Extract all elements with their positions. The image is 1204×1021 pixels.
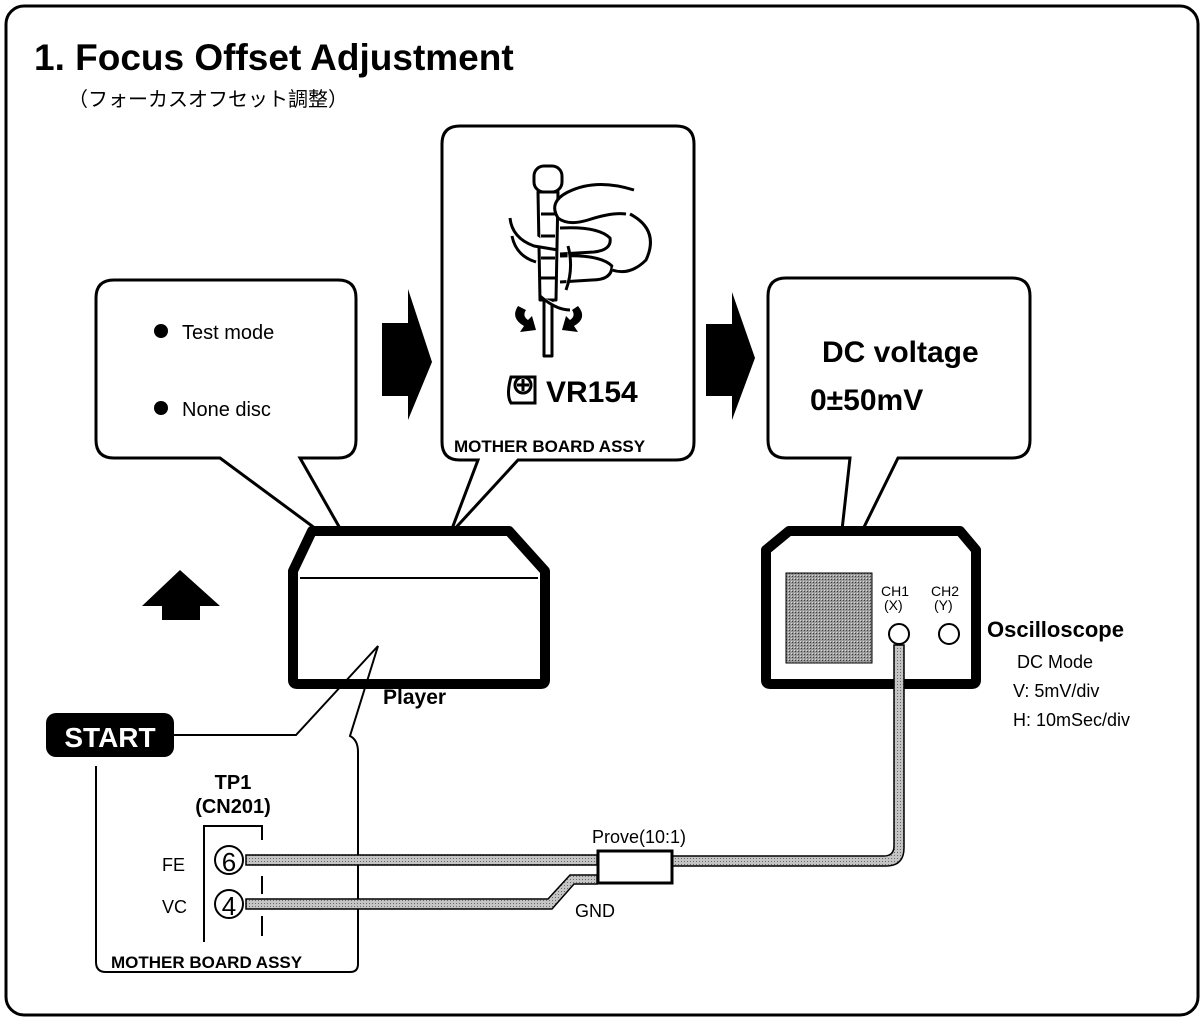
ch1-label: CH1: [881, 583, 909, 599]
probe-body-icon: [596, 849, 674, 885]
bullet-icon: [154, 401, 168, 415]
player-device-icon: [288, 526, 550, 689]
ch1-jack-icon: [888, 623, 910, 645]
pin-label-fe: FE: [162, 855, 185, 875]
step1-item-none-disc: None disc: [182, 399, 271, 421]
dc-voltage-value: 0±50mV: [810, 384, 923, 417]
start-badge: START: [46, 713, 174, 757]
player-label: Player: [383, 686, 446, 709]
page-title: 1. Focus Offset Adjustment: [34, 37, 514, 78]
pin-4-marker: [214, 889, 244, 919]
up-arrow-icon: [142, 570, 220, 620]
oscilloscope-setting: H: 10mSec/div: [1013, 710, 1130, 730]
test-point-name: TP1: [215, 772, 252, 794]
pin-label-vc: VC: [162, 897, 187, 917]
probe-label: Prove(10:1): [592, 827, 686, 847]
oscilloscope-screen: [785, 572, 873, 664]
outer-frame: [4, 4, 1200, 1017]
oscilloscope-device-icon: [761, 526, 981, 689]
pin-number-6: 6: [222, 847, 236, 877]
pin-6-marker: [214, 845, 244, 875]
rotate-arrows-icon: [515, 306, 583, 332]
oscilloscope-setting: V: 5mV/div: [1013, 681, 1099, 701]
ch1-axis-label: (X): [884, 597, 903, 613]
dc-voltage-label: DC voltage: [822, 336, 979, 369]
bullet-icon: [154, 324, 168, 338]
step3-callout: DC voltage 0±50mV: [766, 276, 1032, 585]
step2-callout: VR154 MOTHER BOARD ASSY: [440, 124, 696, 536]
page-subtitle: （フォーカスオフセット調整）: [68, 88, 348, 111]
gnd-label: GND: [575, 901, 615, 921]
step1-item-test-mode: Test mode: [182, 322, 274, 344]
oscilloscope-setting: DC Mode: [1017, 652, 1093, 672]
test-point-board-label: MOTHER BOARD ASSY: [111, 953, 303, 972]
right-arrow-icon: [706, 292, 755, 420]
start-label: START: [64, 722, 155, 753]
test-point-connector: (CN201): [195, 796, 271, 818]
step2-board-label: MOTHER BOARD ASSY: [454, 437, 646, 456]
oscilloscope-label: Oscilloscope: [987, 617, 1124, 642]
right-arrow-icon: [382, 289, 432, 420]
trimmer-potentiometer-icon: [507, 375, 537, 405]
ch2-label: CH2: [931, 583, 959, 599]
pin-number-4: 4: [222, 891, 236, 921]
step1-callout: Test mode None disc: [94, 278, 360, 562]
test-point-callout: TP1 (CN201) FE 6 VC 4 MOTHER BOARD ASSY: [95, 645, 379, 973]
ch2-axis-label: (Y): [934, 597, 953, 613]
vr154-label: VR154: [546, 376, 638, 409]
ch2-jack-icon: [938, 623, 960, 645]
screwdriver-hand-icon: [508, 164, 652, 358]
